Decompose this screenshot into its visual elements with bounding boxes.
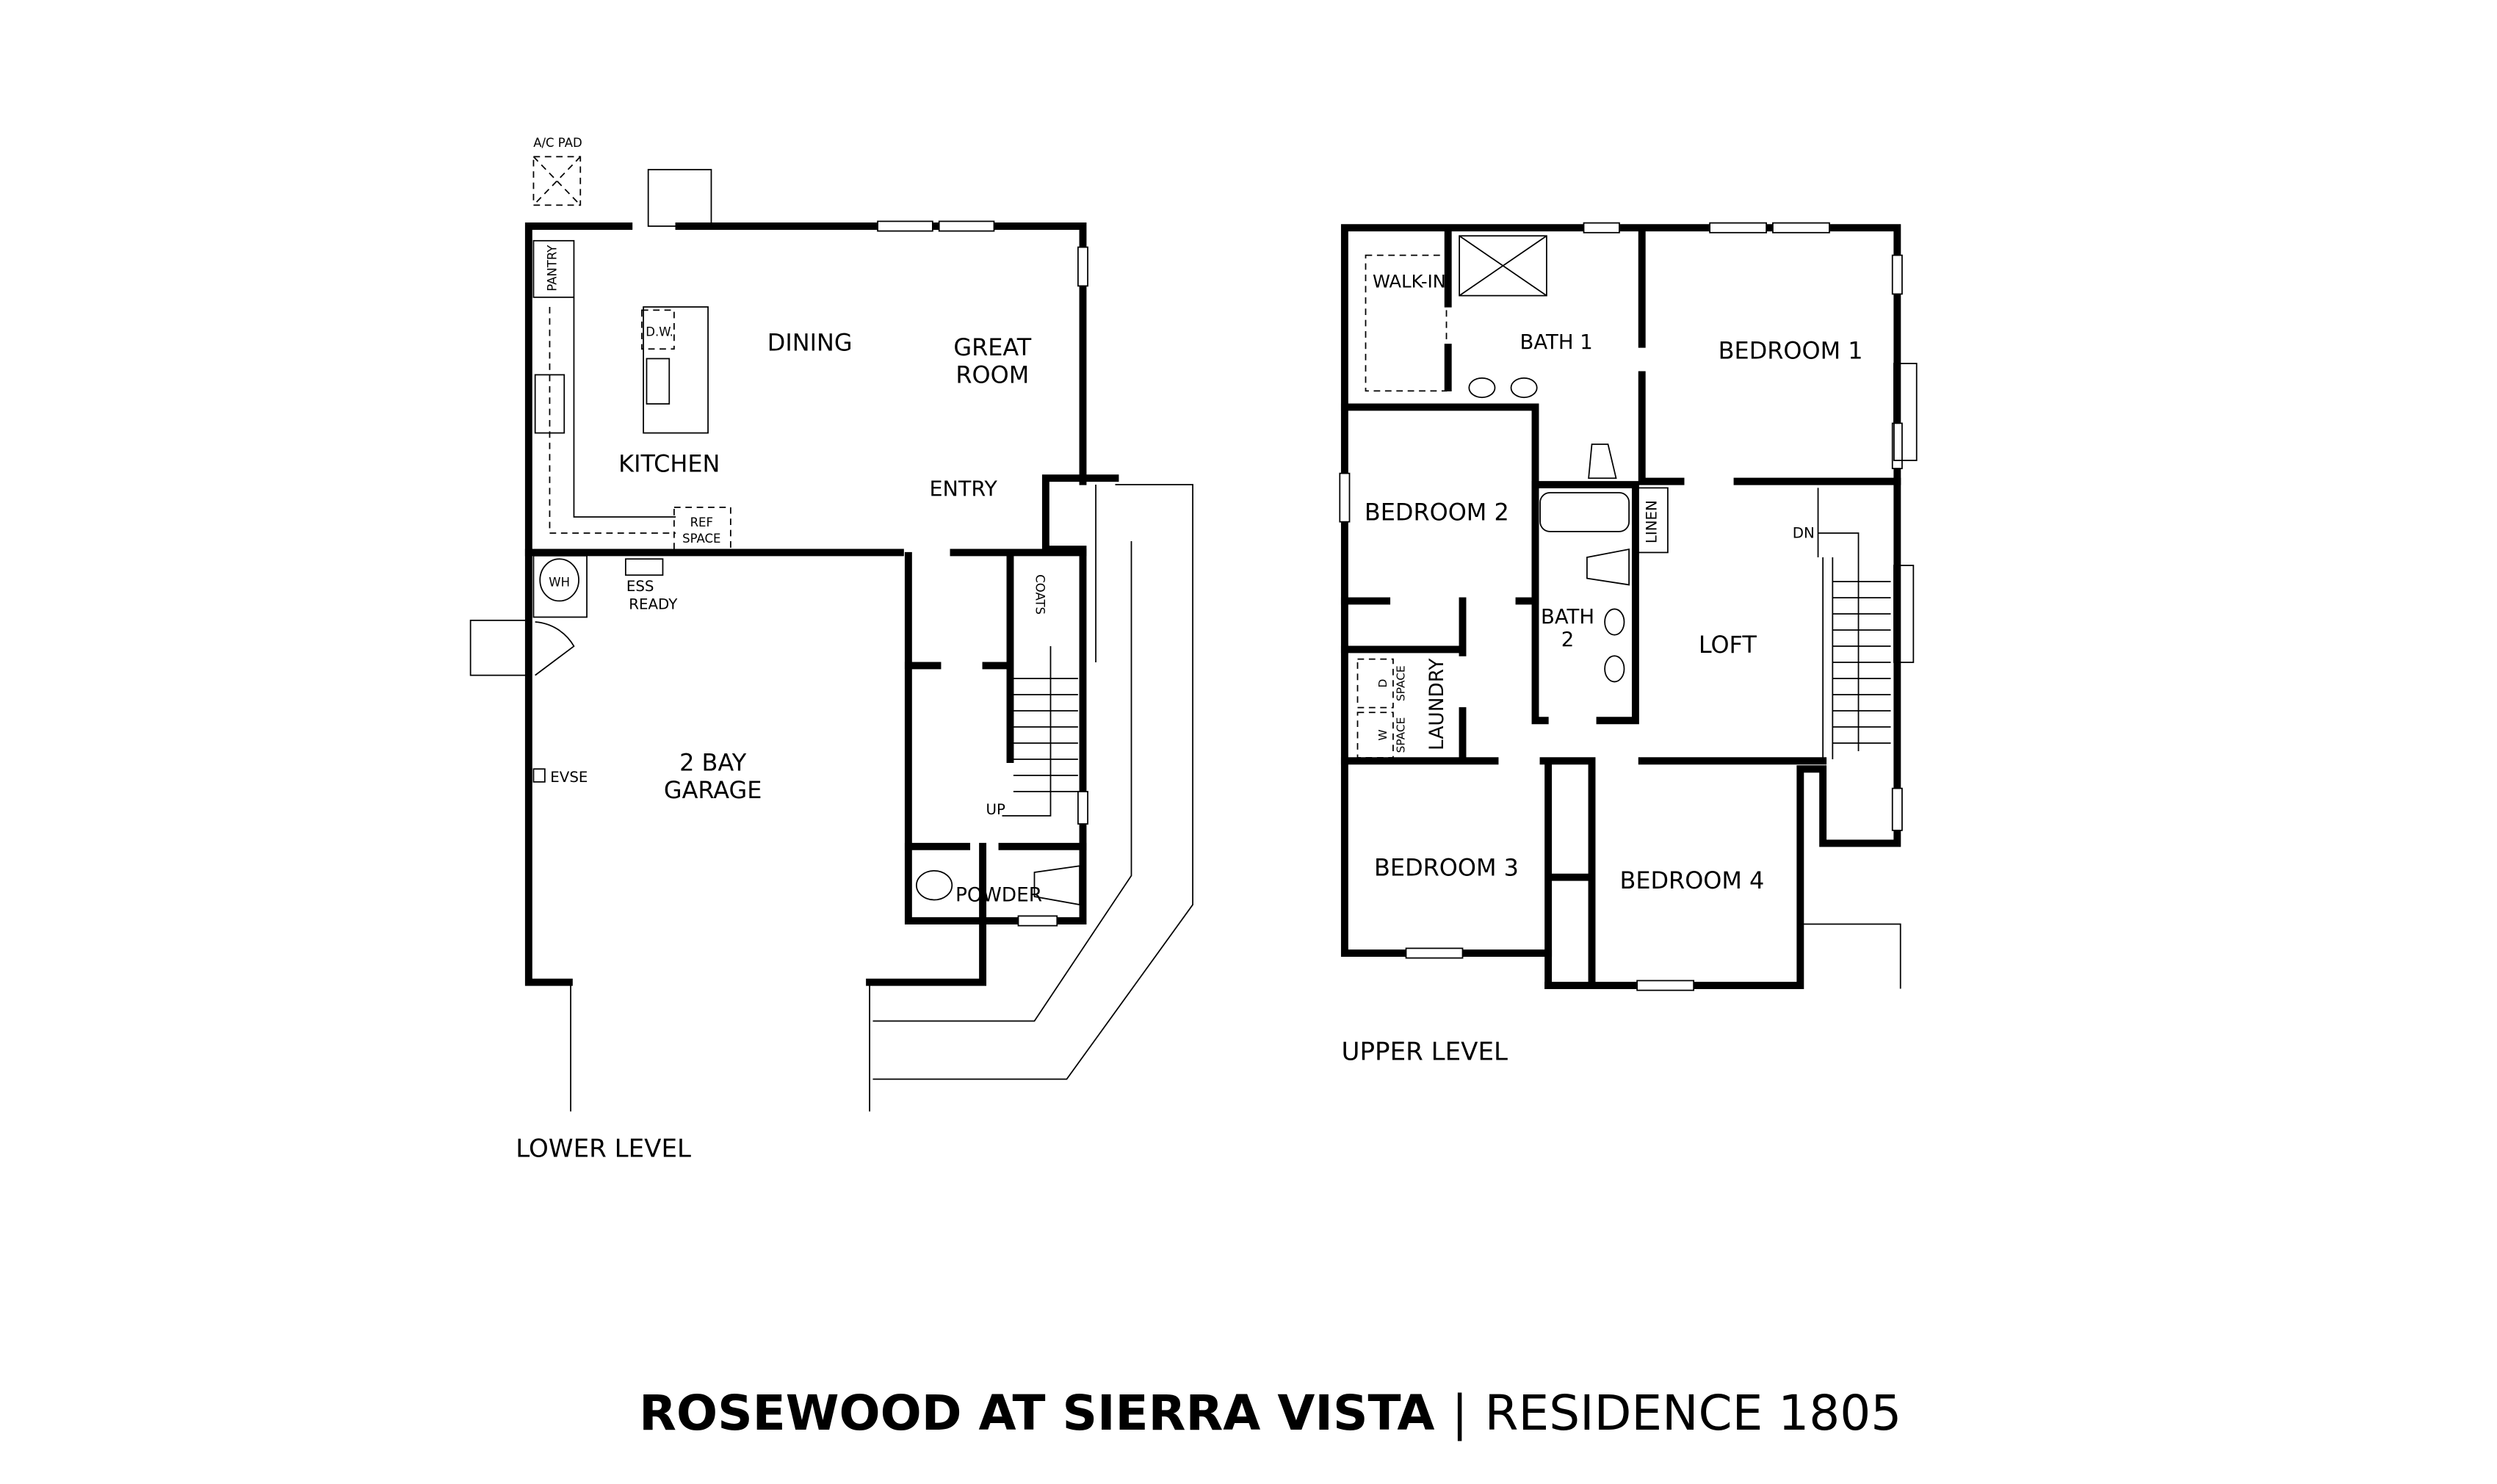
great-room-label-2: ROOM [955, 361, 1029, 388]
ref-space-label-2: SPACE [682, 532, 720, 546]
entry-label: ENTRY [929, 476, 997, 501]
title-separator: | [1451, 1385, 1467, 1441]
bedroom-1-label: BEDROOM 1 [1719, 336, 1863, 364]
garage-label-2: GARAGE [664, 776, 762, 804]
w-space-label-1: W [1376, 729, 1390, 740]
porch-outline [872, 484, 1193, 1080]
bedroom-3-label: BEDROOM 3 [1374, 853, 1519, 881]
loft-label: LOFT [1699, 631, 1757, 659]
lower-exterior-walls [524, 222, 1087, 986]
upper-exterior-walls [1340, 224, 1901, 990]
ref-space-label-1: REF [690, 515, 713, 529]
bath-2-label-2: 2 [1561, 628, 1574, 651]
bath-2-label-1: BATH [1541, 605, 1594, 629]
d-space-label-1: D [1376, 679, 1390, 688]
lower-level-label: LOWER LEVEL [516, 1134, 691, 1163]
dishwasher-label: D.W. [646, 325, 673, 339]
ess-ready-label-1: ESS [626, 578, 654, 595]
water-heater-label: WH [549, 576, 570, 590]
walk-in-label: WALK-IN [1373, 272, 1446, 292]
kitchen-label: KITCHEN [618, 449, 720, 477]
garage-label-1: 2 BAY [679, 748, 747, 776]
laundry-label: LAUNDRY [1425, 658, 1448, 750]
residence-name: RESIDENCE 1805 [1485, 1385, 1902, 1441]
powder-label: POWDER [955, 884, 1042, 907]
great-room-label-1: GREAT [953, 333, 1031, 361]
ac-pad-label: A/C PAD [533, 136, 582, 150]
d-space-label-2: SPACE [1394, 665, 1407, 701]
ess-ready-label-2: READY [629, 596, 678, 612]
community-name: ROSEWOOD AT SIERRA VISTA [639, 1385, 1434, 1441]
pantry-label: PANTRY [545, 245, 559, 292]
coats-label: COATS [1033, 574, 1047, 615]
bedroom-4-label: BEDROOM 4 [1619, 866, 1764, 894]
lower-level-plan [469, 156, 1193, 1112]
stairs-up-label: UP [986, 801, 1005, 818]
stairs-down-label: DN [1793, 525, 1815, 542]
bath-1-label: BATH 1 [1519, 330, 1592, 354]
upper-level-label: UPPER LEVEL [1342, 1037, 1508, 1066]
dining-label: DINING [767, 328, 853, 356]
linen-label: LINEN [1644, 500, 1661, 543]
bedroom-2-label: BEDROOM 2 [1365, 498, 1509, 526]
w-space-label-2: SPACE [1394, 717, 1407, 753]
driveway-lines [570, 985, 870, 1112]
plan-title: ROSEWOOD AT SIERRA VISTA | RESIDENCE 180… [639, 1385, 1901, 1441]
evse-label: EVSE [550, 769, 588, 786]
ac-pad [532, 156, 582, 206]
upper-level-plan [1339, 222, 1918, 991]
